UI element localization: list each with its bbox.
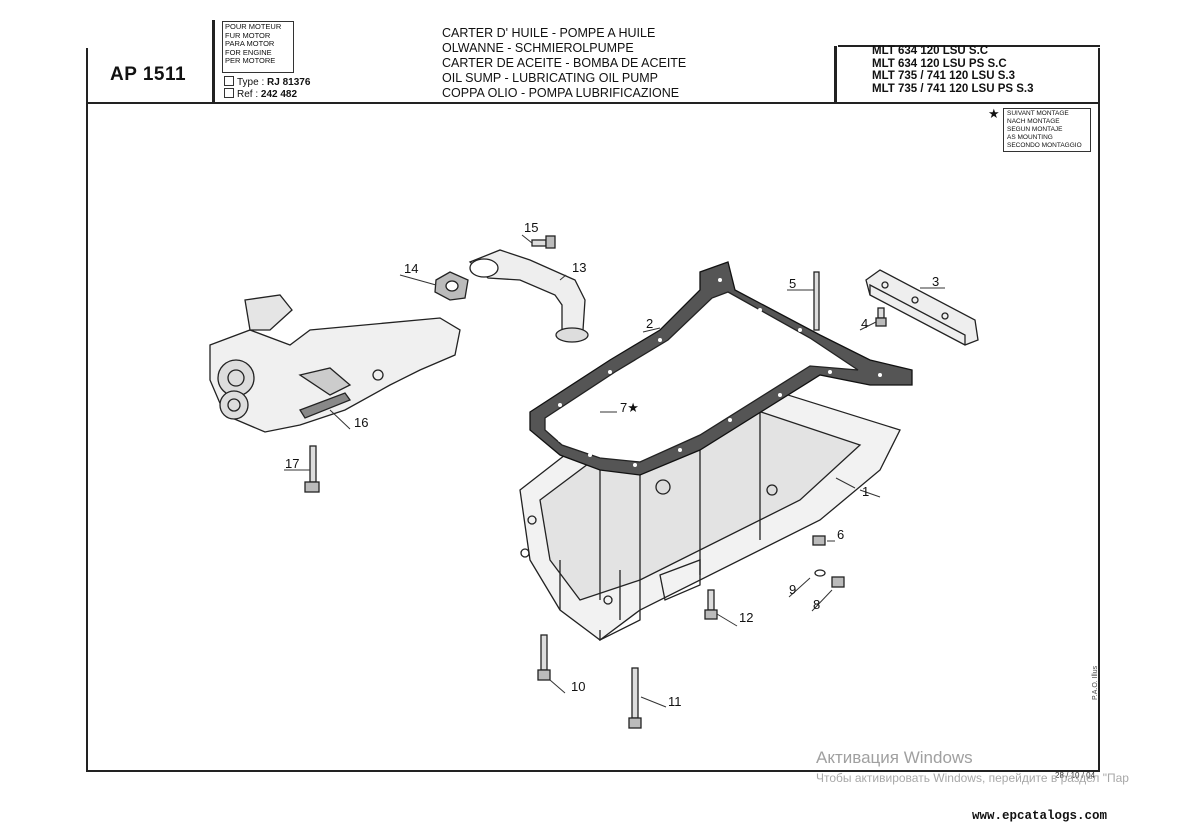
engine-label-line: PARA MOTOR — [225, 39, 275, 49]
callout-13: 13 — [572, 260, 586, 275]
callout-7: 7★ — [620, 400, 639, 415]
bracket-part[interactable] — [865, 269, 979, 346]
ref-label: Ref : — [237, 89, 259, 100]
callout-15: 15 — [524, 220, 538, 235]
legend-line: AS MOUNTING — [1007, 134, 1053, 141]
engine-label-box: POUR MOTEUR FUR MOTOR PARA MOTOR FOR ENG… — [222, 21, 294, 73]
checkbox-icon — [224, 76, 234, 86]
suction-pipe-part[interactable] — [468, 249, 589, 343]
engine-label-line: PER MOTORE — [225, 56, 276, 66]
model-item: MLT 634 120 LSU S.C — [872, 45, 989, 57]
callout-5: 5 — [789, 276, 796, 291]
oil-pump-part[interactable] — [209, 294, 461, 433]
engine-label-line: POUR MOTEUR — [225, 22, 282, 31]
plug-part-6[interactable] — [812, 535, 826, 546]
callout-14: 14 — [404, 261, 418, 276]
header-divider-2 — [834, 46, 837, 102]
callout-6: 6 — [837, 527, 844, 542]
header-left-rule — [86, 48, 88, 102]
model-item: MLT 634 120 LSU PS S.C — [872, 57, 1007, 70]
part-callouts: 1 2 3 4 5 6 7★ 8 9 10 11 12 13 14 15 16 … — [285, 220, 939, 709]
callout-11: 11 — [668, 694, 682, 709]
page-titles: CARTER D' HUILE - POMPE A HUILE OLWANNE … — [442, 26, 686, 101]
engine-label-line: FUR MOTOR — [225, 30, 271, 40]
mounting-legend: SUIVANT MONTAGE NACH MONTAGE SEGUN MONTA… — [1003, 108, 1091, 152]
callout-9: 9 — [789, 582, 796, 597]
page-code: AP 1511 — [110, 64, 187, 85]
callout-17: 17 — [285, 456, 299, 471]
bolt-part-12[interactable] — [704, 589, 718, 620]
ref-value: 242 482 — [260, 89, 298, 100]
model-list: MLT 634 120 LSU S.C MLT 634 120 LSU PS S… — [872, 45, 1034, 95]
type-label: Type : — [237, 77, 265, 88]
callout-3: 3 — [932, 274, 939, 289]
callout-8: 8 — [813, 597, 820, 612]
windows-activation-message: Чтобы активировать Windows, перейдите в … — [816, 771, 1129, 785]
title-it: COPPA OLIO - POMPA LUBRIFICAZIONE — [442, 86, 680, 100]
title-de: OLWANNE - SCHMIEROLPUMPE — [442, 41, 634, 55]
title-es: CARTER DE ACEITE - BOMBA DE ACEITE — [442, 56, 687, 70]
site-link[interactable]: www.epcatalogs.com — [972, 809, 1108, 823]
drain-plug-part[interactable] — [814, 569, 845, 588]
legend-line: SUIVANT MONTAGE — [1007, 110, 1069, 117]
diagram-frame — [86, 102, 1100, 772]
callout-1: 1 — [862, 484, 869, 499]
gasket-part[interactable] — [529, 261, 913, 476]
bolt-part-15[interactable] — [531, 235, 556, 249]
title-fr: CARTER D' HUILE - POMPE A HUILE — [442, 26, 656, 40]
legend-line: SEGUN MONTAJE — [1007, 126, 1063, 133]
screw-part-4[interactable] — [875, 307, 887, 327]
callout-2: 2 — [646, 316, 653, 331]
bolt-part-10[interactable] — [537, 634, 551, 681]
legend-line: SECONDO MONTAGGIO — [1007, 142, 1082, 149]
stud-part-5[interactable] — [813, 271, 820, 331]
engine-ref: Ref : 242 482 — [224, 88, 297, 100]
print-date: 28 / 10 / 04 — [1055, 771, 1096, 780]
title-en: OIL SUMP - LUBRICATING OIL PUMP — [442, 71, 659, 85]
illustration-credit: P.A.O. Illus — [1092, 665, 1099, 700]
bolt-part-17[interactable] — [304, 445, 320, 493]
seal-part-14[interactable] — [434, 271, 469, 301]
bolt-part-11[interactable] — [628, 667, 642, 729]
callout-10: 10 — [571, 679, 585, 694]
engine-label-line: FOR ENGINE — [225, 47, 272, 57]
engine-type: Type : RJ 81376 — [224, 76, 310, 88]
star-icon: ★ — [988, 106, 1000, 121]
header-divider-1 — [212, 20, 215, 102]
callout-4: 4 — [861, 316, 868, 331]
leader-lines — [284, 234, 945, 708]
legend-line: NACH MONTAGE — [1007, 118, 1060, 125]
windows-activation-title: Активация Windows — [816, 748, 973, 767]
model-item: MLT 735 / 741 120 LSU S.3 — [872, 70, 1015, 82]
header-right-rule — [1098, 48, 1100, 102]
checkbox-icon — [224, 88, 234, 98]
header-top-rule — [838, 45, 1100, 47]
model-item: MLT 735 / 741 120 LSU PS S.3 — [872, 82, 1034, 95]
callout-16: 16 — [354, 415, 368, 430]
type-value: RJ 81376 — [267, 77, 311, 88]
callout-12: 12 — [739, 610, 753, 625]
